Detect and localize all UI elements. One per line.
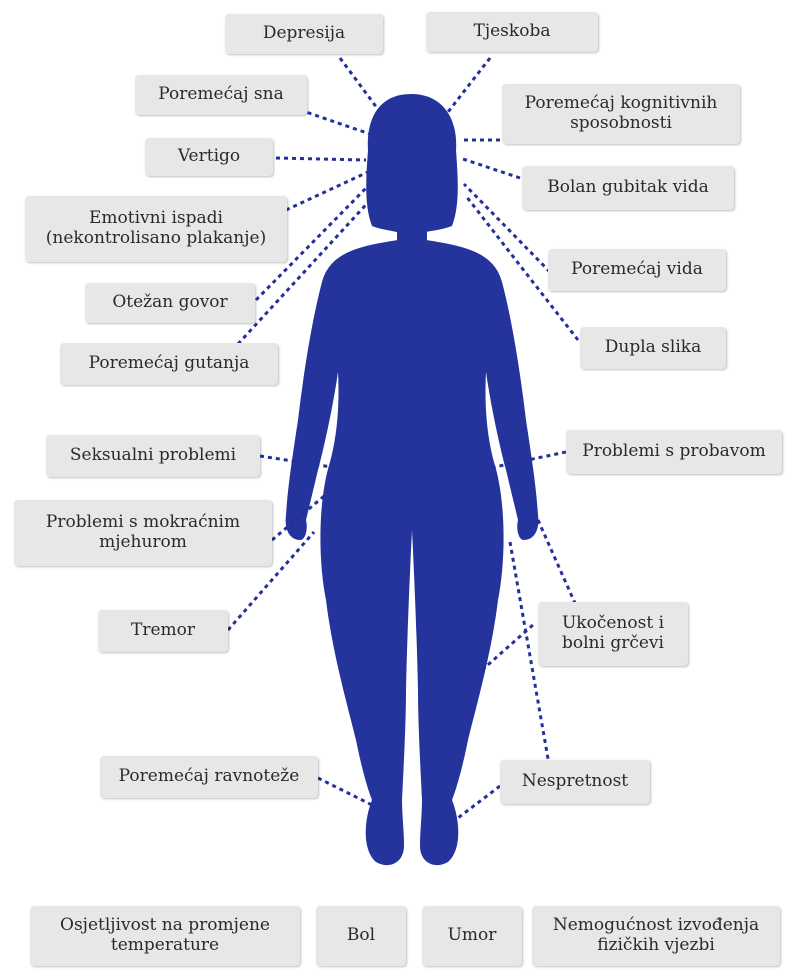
- label-nemogucnost: Nemogućnost izvođenja fizičkih vjezbi: [532, 906, 780, 966]
- label-tremor: Tremor: [98, 610, 228, 652]
- label-seksualni-problemi: Seksualni problemi: [46, 435, 260, 477]
- label-vertigo: Vertigo: [145, 138, 273, 176]
- label-poremecaj-gutanja: Poremećaj gutanja: [60, 343, 278, 385]
- label-bolan-gubitak-vida: Bolan gubitak vida: [522, 166, 734, 210]
- label-nespretnost: Nespretnost: [500, 760, 650, 804]
- label-dupla-slika: Dupla slika: [580, 327, 726, 369]
- label-bol: Bol: [316, 906, 406, 966]
- label-ukocenost: Ukočenost i bolni grčevi: [538, 602, 688, 666]
- label-poremecaj-kognitivnih: Poremećaj kognitivnih sposobnosti: [502, 84, 740, 144]
- human-silhouette: [286, 94, 539, 865]
- label-poremecaj-vida: Poremećaj vida: [548, 249, 726, 291]
- label-umor: Umor: [422, 906, 522, 966]
- label-problemi-mokracnim: Problemi s mokraćnim mjehurom: [14, 500, 272, 566]
- label-emotivni-ispadi: Emotivni ispadi (nekontrolisano plakanje…: [25, 196, 287, 262]
- label-depresija: Depresija: [225, 14, 383, 54]
- label-poremecaj-sna: Poremećaj sna: [135, 75, 307, 115]
- label-tjeskoba: Tjeskoba: [426, 12, 598, 52]
- label-otezan-govor: Otežan govor: [85, 283, 255, 323]
- label-osjetljivost: Osjetljivost na promjene temperature: [30, 906, 300, 966]
- label-problemi-probavom: Problemi s probavom: [566, 430, 782, 474]
- label-poremecaj-ravnoteze: Poremećaj ravnoteže: [100, 756, 318, 798]
